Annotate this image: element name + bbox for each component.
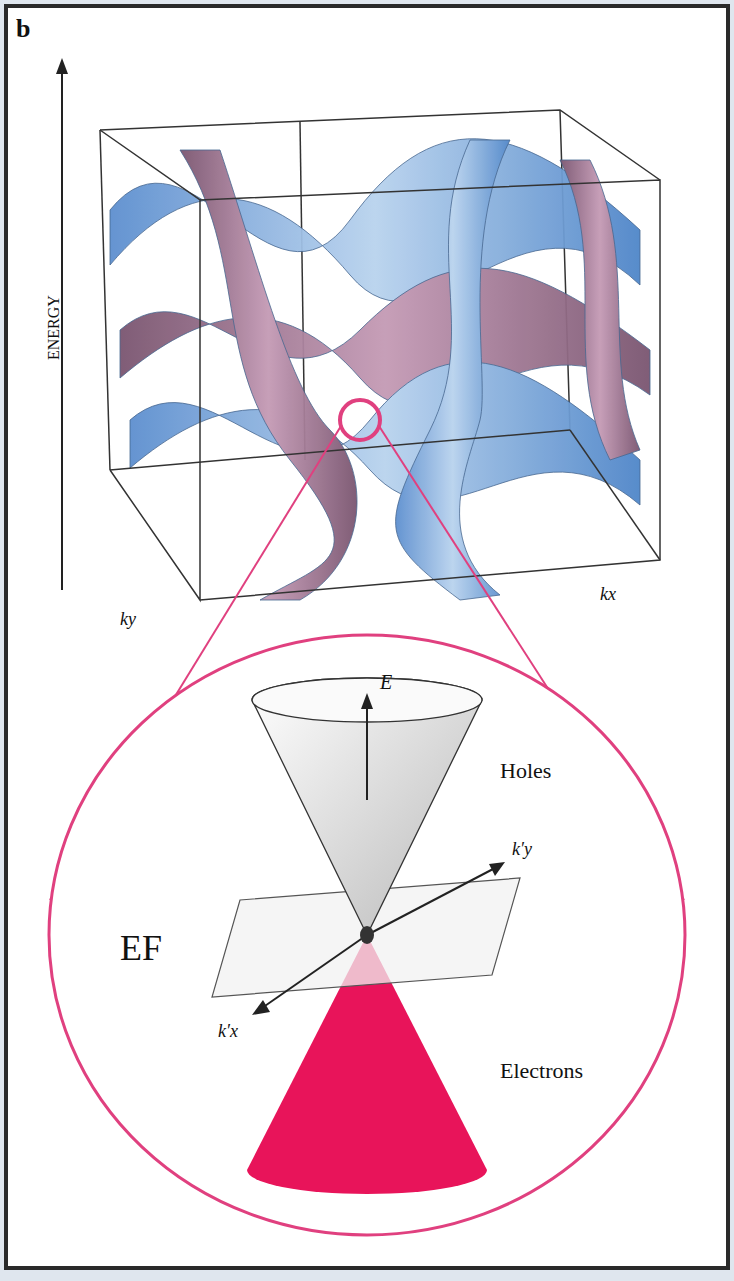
panel-letter: b xyxy=(16,16,30,42)
axis-label: ky xyxy=(120,610,136,628)
axis-label: ENERGY xyxy=(46,295,62,360)
axis-label: E xyxy=(380,672,392,692)
axis-label: kx xyxy=(600,585,616,603)
region-label: Holes xyxy=(500,760,551,782)
fermi-level-label: EF xyxy=(120,930,162,966)
axis-label: k′x xyxy=(218,1022,238,1040)
region-label: Electrons xyxy=(500,1060,583,1082)
axis-label: k′y xyxy=(512,840,532,858)
